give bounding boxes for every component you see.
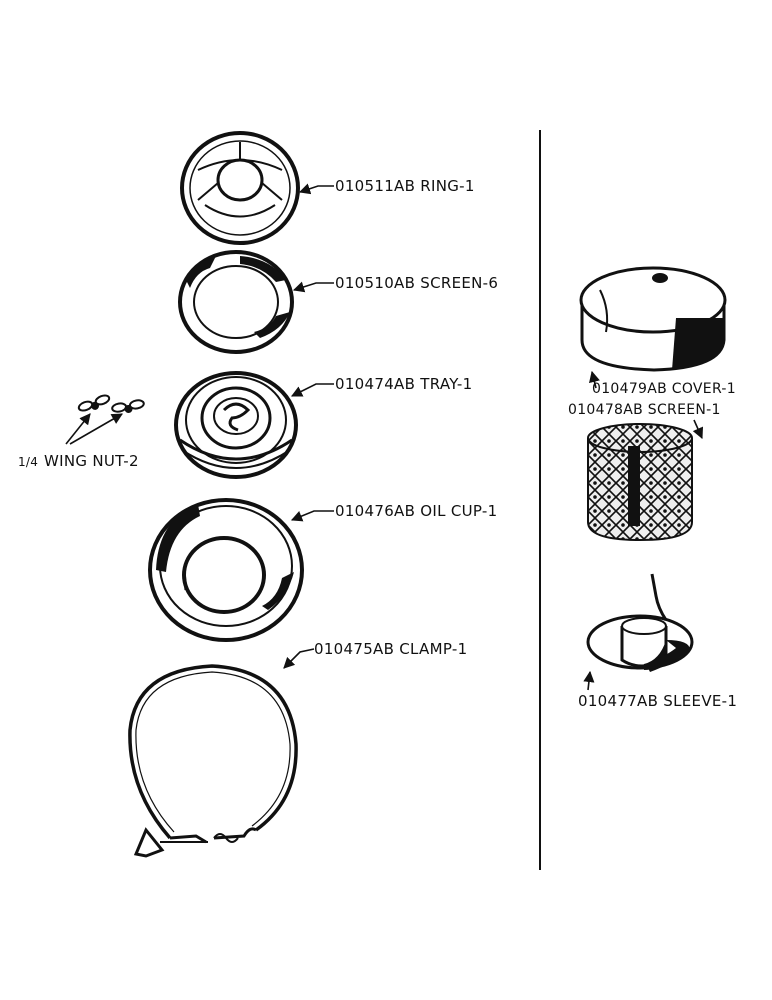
label-sleeve: 010477AB SLEEVE-1 [578, 692, 737, 710]
oil-cup-illustration [148, 498, 304, 642]
label-tray: 010474AB TRAY-1 [335, 375, 473, 393]
tray-illustration [174, 371, 298, 479]
sleeve-illustration [586, 573, 694, 672]
label-ring: 010511AB RING-1 [335, 177, 475, 195]
label-oil-cup: 010476AB OIL CUP-1 [335, 502, 497, 520]
label-wing-nut: WING NUT-2 [44, 452, 139, 470]
label-cover: 010479AB COVER-1 [592, 381, 736, 397]
screen-left-illustration [178, 250, 294, 354]
wing-nuts-illustration [77, 394, 145, 413]
screen-right-illustration [587, 423, 693, 542]
label-wing-nut-fraction: 1/4 [18, 455, 38, 469]
label-screen-right: 010478AB SCREEN-1 [568, 402, 721, 418]
clamp-illustration [128, 664, 298, 858]
label-screen-left: 010510AB SCREEN-6 [335, 274, 498, 292]
cover-illustration [579, 266, 727, 372]
ring-illustration [180, 131, 300, 245]
label-clamp: 010475AB CLAMP-1 [314, 640, 467, 658]
